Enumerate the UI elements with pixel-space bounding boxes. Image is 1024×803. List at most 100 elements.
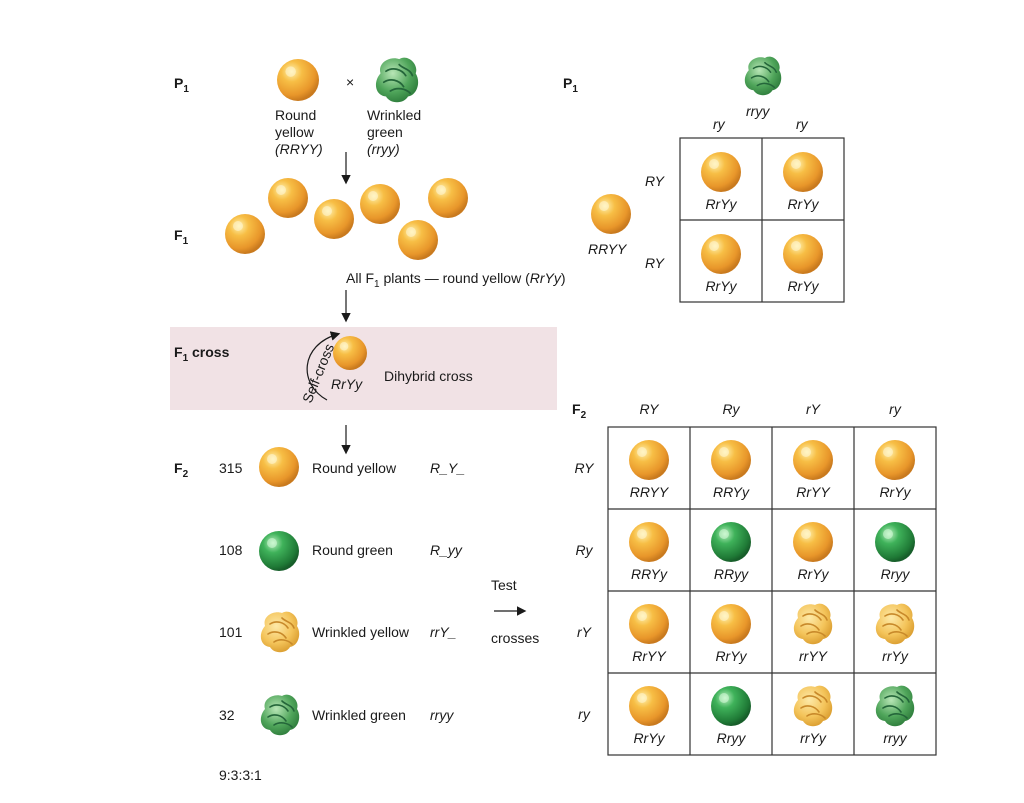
punnett-p1-side-genotype: RRYY (588, 241, 628, 257)
round-yellow-seed-icon (875, 440, 915, 480)
punnett-f2-cell: RRYy (713, 484, 750, 500)
wrinkled-yellow-seed-icon (793, 684, 834, 728)
wrinkled-green-parent-seed-icon (744, 55, 783, 96)
list-item: 101 Wrinkled yellow rrY_ (219, 610, 456, 654)
round-yellow-seed-icon (259, 447, 299, 487)
punnett-f2-cell: RRyy (714, 566, 749, 582)
round-yellow-seed-icon (783, 234, 823, 274)
punnett-p1-cell: RrYy (705, 278, 737, 294)
wrinkled-yellow-seed-icon (793, 602, 834, 646)
f1-seed-icon (428, 178, 468, 218)
f1-cross-band (170, 327, 557, 410)
punnett-f2-col-header: rY (806, 401, 822, 417)
f1-seed-icon (360, 184, 400, 224)
f1-label: F1 (174, 227, 189, 247)
punnett-p1-col-header: ry (713, 116, 726, 132)
punnett-f2-cell: RrYY (796, 484, 831, 500)
f2-phenotype: Wrinkled green (312, 707, 406, 723)
punnett-p1-cell: RrYy (787, 278, 819, 294)
f2-phenotype: Round yellow (312, 460, 397, 476)
round-yellow-seed-icon (277, 59, 319, 101)
wrinkled-yellow-seed-icon (260, 610, 301, 654)
wrinkled-green-seed-icon (260, 693, 301, 737)
f1-seed-icon (225, 214, 265, 254)
f1-cross-genotype: RrYy (331, 376, 363, 392)
punnett-f2-row-header: RY (575, 460, 596, 476)
punnett-f2-cell: rrYy (882, 648, 909, 664)
punnett-f2-cell: RrYy (797, 566, 829, 582)
wrinkled-yellow-seed-icon (875, 602, 916, 646)
f2-count: 101 (219, 624, 243, 640)
self-cross-arc-icon (306, 331, 341, 401)
f1-caption: All F1 plants — round yellow (RrYy) (346, 270, 566, 290)
round-yellow-seed-icon (711, 440, 751, 480)
wrinkled-green-line1: Wrinkled (367, 107, 421, 123)
dihybrid-cross-label: Dihybrid cross (384, 368, 473, 384)
punnett-f2-cell: Rryy (717, 730, 747, 746)
f2-count: 108 (219, 542, 243, 558)
wrinkled-green-seed-icon (375, 56, 420, 104)
punnett-f2-cell: rryy (883, 730, 907, 746)
f2-genotype: R_Y_ (430, 460, 465, 476)
test-cross-line2: crosses (491, 630, 539, 646)
round-yellow-seed-icon (793, 522, 833, 562)
round-yellow-seed-icon (711, 604, 751, 644)
punnett-f2-row-header: ry (578, 706, 591, 722)
punnett-p1-cells: RrYy RrYy RrYy RrYy (701, 152, 823, 294)
f1-seed-group (225, 178, 468, 260)
f2-genotype: R_yy (430, 542, 463, 558)
punnett-f2-cell: RRYY (630, 484, 670, 500)
punnett-f2-cell: RrYy (633, 730, 665, 746)
round-yellow-parent-seed-icon (591, 194, 631, 234)
punnett-f2-col-header: RY (640, 401, 661, 417)
round-green-seed-icon (711, 686, 751, 726)
punnett-f2-cell: RrYy (715, 648, 747, 664)
f1-seed-icon (398, 220, 438, 260)
punnett-f2-cell: RrYy (879, 484, 911, 500)
round-yellow-seed-icon (701, 234, 741, 274)
punnett-f2-cell: rrYY (799, 648, 829, 664)
round-yellow-seed-icon (629, 686, 669, 726)
round-yellow-seed-icon (701, 152, 741, 192)
punnett-f2-row-header: rY (577, 624, 593, 640)
punnett-f2-label: F2 (572, 401, 587, 421)
wrinkled-green-seed-icon (875, 684, 916, 728)
punnett-f2-grid (607, 426, 937, 756)
round-yellow-seed-icon (629, 604, 669, 644)
wrinkled-green-genotype: (rryy) (367, 141, 400, 157)
punnett-p1-cell: RrYy (705, 196, 737, 212)
round-green-seed-icon (711, 522, 751, 562)
punnett-p1-col-header: ry (796, 116, 809, 132)
punnett-f2-cell: RrYY (632, 648, 667, 664)
punnett-p1-parent-genotype: rryy (746, 103, 770, 119)
f2-genotype: rryy (430, 707, 454, 723)
punnett-p1-row-header: RY (645, 255, 666, 271)
f1-seed-icon (268, 178, 308, 218)
punnett-p1-row-header: RY (645, 173, 666, 189)
cross-symbol: × (346, 74, 354, 90)
f2-count: 315 (219, 460, 243, 476)
round-yellow-seed-icon (629, 522, 669, 562)
f2-phenotype: Wrinkled yellow (312, 624, 410, 640)
f1-seed-icon (314, 199, 354, 239)
p1-label: P1 (174, 75, 189, 95)
wrinkled-green-line2: green (367, 124, 403, 140)
test-cross-line1: Test (491, 577, 517, 593)
punnett-f2-row-header: Ry (575, 542, 593, 558)
f2-genotype: rrY_ (430, 624, 456, 640)
punnett-f2-cell: rrYy (800, 730, 827, 746)
list-item: 32 Wrinkled green rryy (219, 693, 454, 737)
f2-count: 32 (219, 707, 235, 723)
f2-phenotype-list: 315 Round yellow R_Y_ 108 Round green R_… (219, 447, 465, 737)
f2-phenotype: Round green (312, 542, 393, 558)
list-item: 108 Round green R_yy (219, 531, 463, 571)
round-green-seed-icon (875, 522, 915, 562)
f2-ratio: 9:3:3:1 (219, 767, 262, 783)
f1-cross-seed-icon (333, 336, 367, 370)
punnett-f2-col-header: ry (889, 401, 902, 417)
round-yellow-seed-icon (783, 152, 823, 192)
round-yellow-genotype: (RRYY) (275, 141, 323, 157)
